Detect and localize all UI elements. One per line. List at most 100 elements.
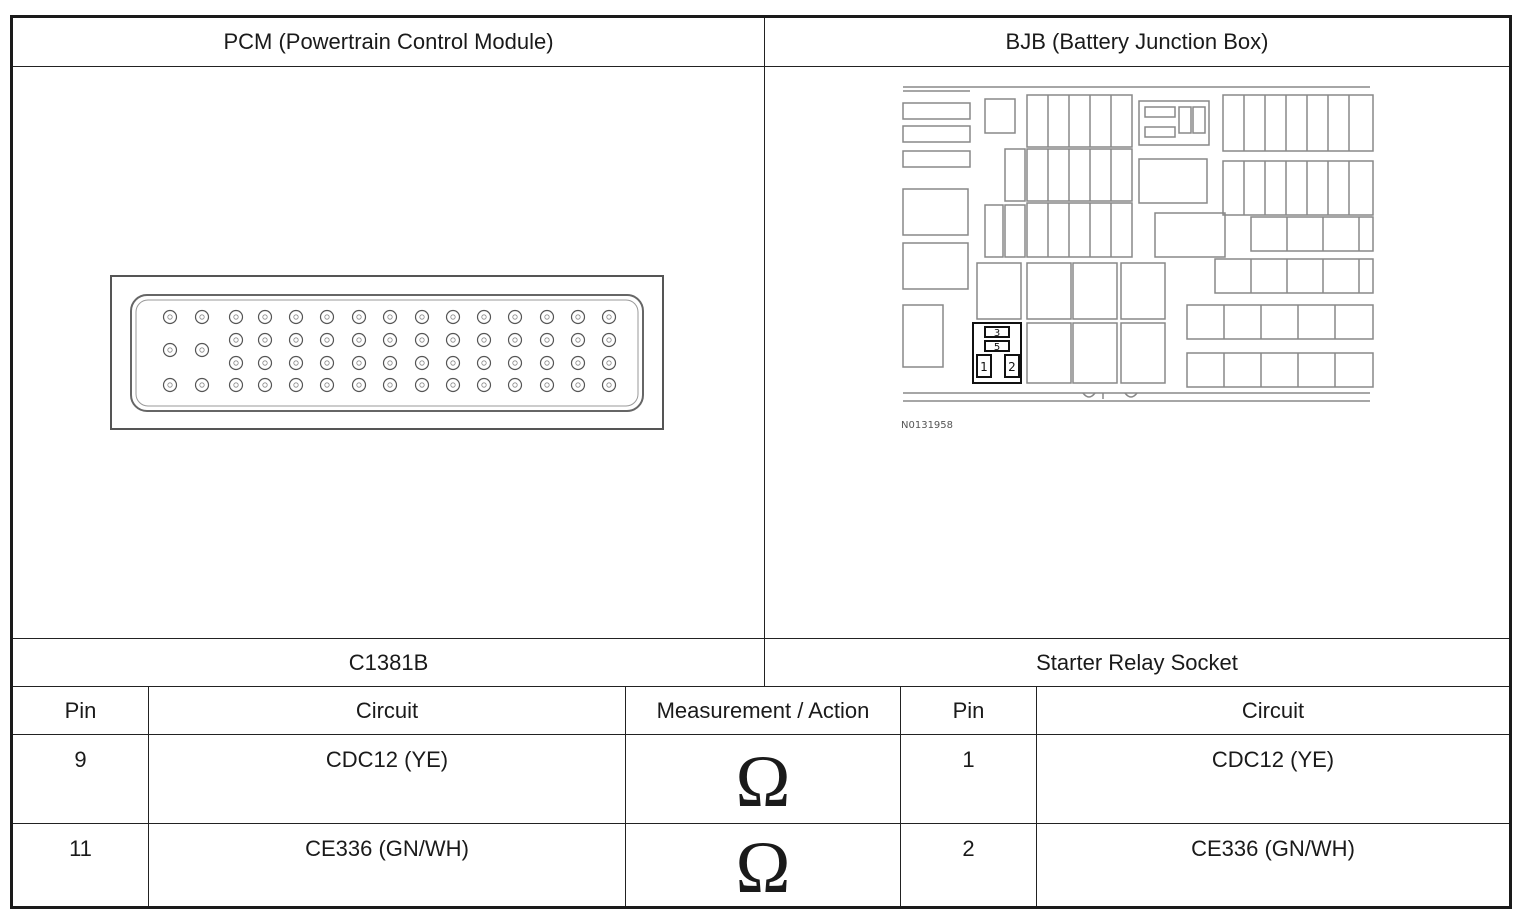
pin-cavity (570, 309, 586, 325)
pin-cavity (476, 309, 492, 325)
pin-cavity (414, 309, 430, 325)
pin-cavity-mark (606, 337, 612, 343)
pin-cavity (601, 377, 617, 393)
bjb-fuse-layout: 3 5 1 2 N0131958 (901, 86, 1374, 431)
pin-cavity-mark (450, 337, 456, 343)
pin-cavity-mark (293, 337, 299, 343)
pin-cavity (445, 377, 461, 393)
pin-cavity (507, 332, 523, 348)
test-table: PCM (Powertrain Control Module) BJB (Bat… (10, 15, 1512, 909)
pin-cavity (601, 309, 617, 325)
pin-cavity-mark (575, 360, 581, 366)
relay-pin-3: 3 (994, 328, 1000, 339)
pin-cavity-mark (199, 382, 205, 388)
pin-cavity (539, 309, 555, 325)
pin-cavity (351, 377, 367, 393)
pin-cavity (351, 309, 367, 325)
pin-cavity (445, 309, 461, 325)
pin-cavity (228, 309, 244, 325)
row1-circuit-b: CDC12 (YE) (1211, 747, 1335, 772)
pin-cavity-mark (233, 337, 239, 343)
pin-cavity-mark (356, 360, 362, 366)
pcm-pin-grid (162, 309, 617, 393)
pcm-connector-label: C1381B (348, 649, 429, 675)
pin-cavity (319, 377, 335, 393)
pin-cavity (194, 309, 210, 325)
pin-cavity-mark (233, 360, 239, 366)
pin-cavity (476, 377, 492, 393)
pin-cavity-mark (575, 382, 581, 388)
divider (13, 686, 1509, 687)
pin-cavity (194, 342, 210, 358)
pin-cavity-mark (450, 382, 456, 388)
col-circuit-a: Circuit (355, 697, 419, 723)
divider (13, 638, 1509, 639)
pin-cavity (570, 355, 586, 371)
divider (1036, 686, 1037, 906)
pin-cavity-mark (450, 314, 456, 320)
pin-cavity (414, 377, 430, 393)
pin-cavity-mark (387, 314, 393, 320)
pin-cavity-mark (450, 360, 456, 366)
pin-cavity (445, 355, 461, 371)
pin-cavity-mark (481, 337, 487, 343)
pin-cavity-mark (387, 337, 393, 343)
relay-pin-5: 5 (994, 342, 1000, 353)
pin-cavity (570, 332, 586, 348)
pin-cavity (539, 377, 555, 393)
row2-pin-a: 11 (69, 836, 92, 861)
pin-cavity (257, 355, 273, 371)
pin-cavity (319, 355, 335, 371)
pin-cavity (476, 332, 492, 348)
row1-pin-a: 9 (74, 747, 87, 772)
pin-cavity (257, 332, 273, 348)
pin-cavity (507, 377, 523, 393)
bjb-header: BJB (Battery Junction Box) (1005, 29, 1269, 54)
pin-cavity-mark (356, 382, 362, 388)
pin-cavity (539, 332, 555, 348)
pin-cavity-mark (262, 382, 268, 388)
pin-cavity (351, 332, 367, 348)
pin-cavity (162, 377, 178, 393)
divider (900, 686, 901, 906)
pin-cavity (319, 332, 335, 348)
pin-cavity-mark (199, 314, 205, 320)
divider (625, 686, 626, 906)
pin-cavity-mark (293, 382, 299, 388)
pin-cavity-mark (324, 360, 330, 366)
col-pin-b: Pin (952, 697, 985, 723)
row2-circuit-a: CE336 (GN/WH) (305, 836, 469, 861)
pin-cavity (228, 377, 244, 393)
pin-cavity-mark (356, 337, 362, 343)
pin-cavity-mark (512, 382, 518, 388)
pin-cavity-mark (262, 314, 268, 320)
pin-cavity-mark (387, 360, 393, 366)
pin-cavity (288, 377, 304, 393)
divider (13, 823, 1509, 824)
pin-cavity (162, 342, 178, 358)
pin-cavity (288, 309, 304, 325)
pin-cavity (445, 332, 461, 348)
pin-cavity-mark (512, 360, 518, 366)
pin-cavity (382, 377, 398, 393)
pin-cavity-mark (324, 337, 330, 343)
pin-cavity-mark (575, 314, 581, 320)
pcm-header: PCM (Powertrain Control Module) (223, 29, 554, 54)
row2-ohm-icon: Ω (735, 827, 791, 909)
pin-cavity-mark (167, 382, 173, 388)
pin-cavity (257, 377, 273, 393)
pin-cavity-mark (262, 337, 268, 343)
pin-cavity (194, 377, 210, 393)
pin-cavity (539, 355, 555, 371)
figure-id: N0131958 (901, 420, 953, 431)
pin-cavity (382, 332, 398, 348)
relay-pin-2: 2 (1008, 360, 1016, 374)
pin-cavity-mark (419, 314, 425, 320)
row1-ohm-icon: Ω (735, 741, 791, 823)
row1-circuit-a: CDC12 (YE) (325, 747, 449, 772)
pin-cavity-mark (419, 360, 425, 366)
pin-cavity-mark (324, 382, 330, 388)
pin-cavity-mark (575, 337, 581, 343)
pin-cavity-mark (419, 337, 425, 343)
divider (764, 18, 765, 686)
